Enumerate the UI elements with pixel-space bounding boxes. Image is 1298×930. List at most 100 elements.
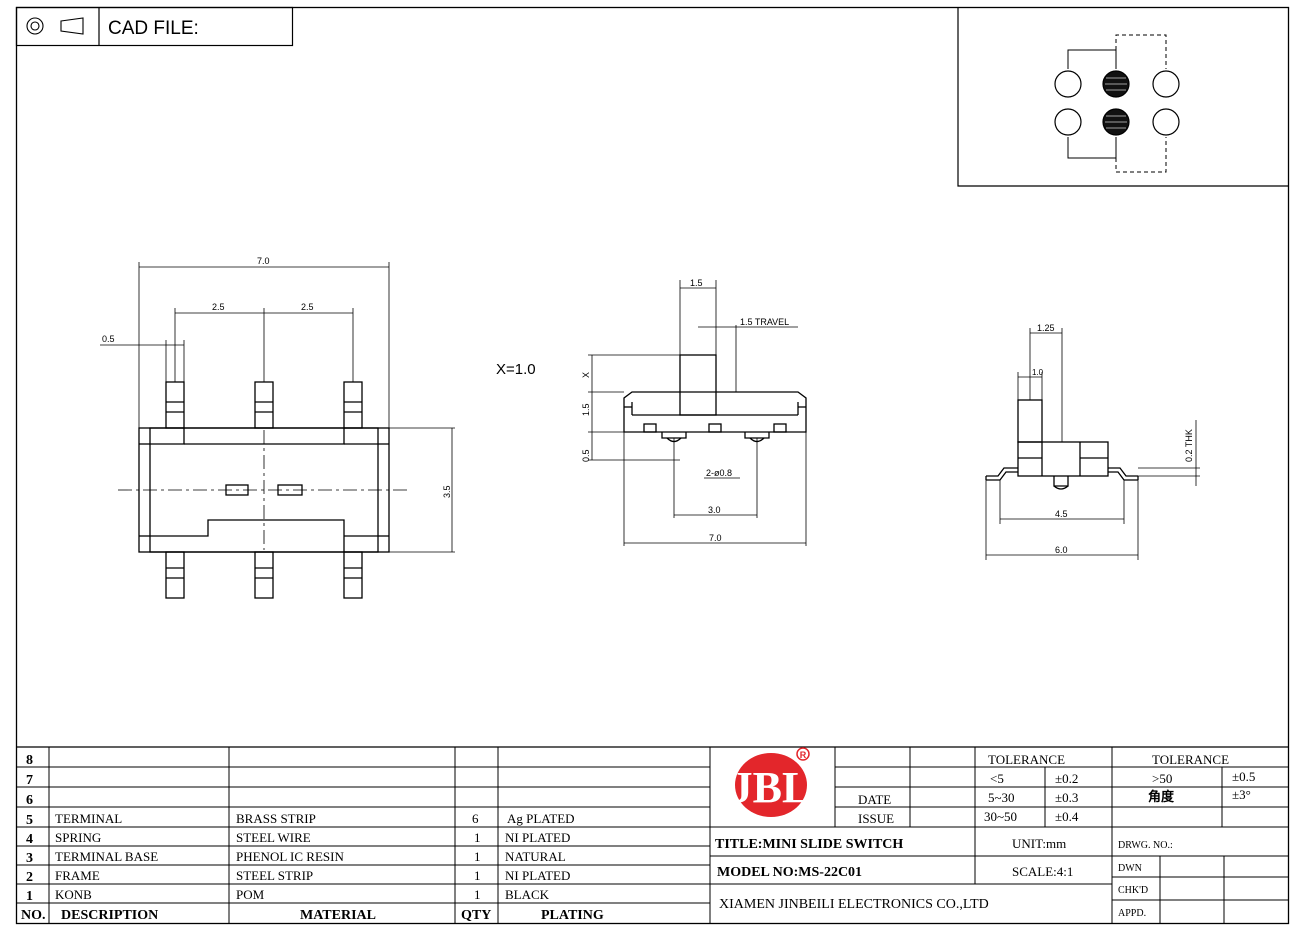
tolerance-range: >50 bbox=[1152, 771, 1172, 786]
row-no: 2 bbox=[26, 870, 33, 885]
drawing-title: TITLE:MINI SLIDE SWITCH bbox=[715, 837, 903, 852]
row-description: TERMINAL bbox=[55, 811, 122, 826]
cad-file-header: CAD FILE: bbox=[15, 6, 294, 47]
header-material: MATERIAL bbox=[300, 908, 376, 923]
end-view-dimensions bbox=[985, 328, 1200, 560]
tolerance-value: ±0.5 bbox=[1232, 769, 1255, 784]
dim-side-travel: 1.5 TRAVEL bbox=[740, 317, 789, 327]
row-qty: 1 bbox=[474, 868, 481, 883]
drawing-number-label: DRWG. NO.: bbox=[1118, 840, 1173, 851]
pad-hole bbox=[1152, 108, 1180, 136]
dim-top-body-height: 3.5 bbox=[442, 485, 452, 498]
pad-hole bbox=[1152, 70, 1180, 98]
dim-end-inner-width: 4.5 bbox=[1055, 509, 1068, 519]
tolerance-range: 30~50 bbox=[984, 809, 1017, 824]
header-no: NO. bbox=[21, 908, 46, 923]
parts-row: 6 bbox=[26, 793, 33, 808]
parts-header-row: NO. DESCRIPTION MATERIAL QTY PLATING bbox=[21, 908, 604, 923]
company-name: XIAMEN JINBEILI ELECTRONICS CO.,LTD bbox=[719, 897, 989, 912]
row-material: PHENOL IC RESIN bbox=[236, 849, 344, 864]
dim-side-overall-width: 7.0 bbox=[709, 533, 722, 543]
unit-label: UNIT:mm bbox=[1012, 836, 1066, 851]
tolerance-range: 5~30 bbox=[988, 790, 1015, 805]
parts-row: 3 TERMINAL BASE PHENOL IC RESIN 1 NATURA… bbox=[26, 849, 566, 866]
issue-label: ISSUE bbox=[858, 811, 894, 826]
title-block-grid bbox=[16, 746, 1289, 924]
header-plating: PLATING bbox=[541, 908, 604, 923]
dim-end-thickness: 0.2 THK bbox=[1184, 429, 1194, 462]
dim-top-overall-width: 7.0 bbox=[257, 256, 270, 266]
row-no: 7 bbox=[26, 773, 33, 788]
dim-end-knob-width: 1.0 bbox=[1032, 368, 1044, 377]
tolerance-table: TOLERANCE TOLERANCE <5 ±0.2 5~30 ±0.3 30… bbox=[984, 752, 1255, 824]
parts-row: 5 TERMINAL BRASS STRIP 6 Ag PLATED bbox=[26, 811, 575, 828]
row-no: 4 bbox=[26, 832, 33, 847]
dim-top-pin-width: 0.5 bbox=[102, 334, 115, 344]
tolerance-range: <5 bbox=[990, 771, 1004, 786]
row-material: BRASS STRIP bbox=[236, 811, 316, 826]
dim-end-overall-width: 6.0 bbox=[1055, 545, 1068, 555]
top-view-centerlines bbox=[118, 430, 410, 550]
parts-row: 2 FRAME STEEL STRIP 1 NI PLATED bbox=[26, 868, 570, 885]
tolerance-range: 角度 bbox=[1148, 789, 1175, 804]
registered-mark: R bbox=[800, 750, 807, 760]
row-plating: NI PLATED bbox=[505, 830, 570, 845]
row-no: 5 bbox=[26, 813, 33, 828]
projection-symbol-icon bbox=[26, 17, 84, 35]
row-description: FRAME bbox=[55, 868, 100, 883]
row-qty: 1 bbox=[474, 830, 481, 845]
row-no: 6 bbox=[26, 793, 33, 808]
scale-label: SCALE:4:1 bbox=[1012, 864, 1073, 879]
tolerance-value: ±0.2 bbox=[1055, 771, 1078, 786]
cad-file-label: CAD FILE: bbox=[108, 18, 199, 39]
row-material: POM bbox=[236, 887, 265, 902]
dim-side-post-pitch: 3.0 bbox=[708, 505, 721, 515]
dim-top-pitch-left: 2.5 bbox=[212, 302, 225, 312]
row-no: 3 bbox=[26, 851, 33, 866]
row-qty: 6 bbox=[472, 811, 479, 826]
dim-side-base-height: 0.5 bbox=[581, 449, 591, 462]
parts-list: 8 7 6 5 TERMINAL BRASS STRIP 6 Ag PLATED… bbox=[21, 753, 604, 923]
header-qty: QTY bbox=[461, 908, 491, 923]
parts-row: 8 bbox=[26, 753, 33, 768]
side-view-drawing bbox=[623, 354, 807, 443]
side-view-x-note: X=1.0 bbox=[496, 361, 536, 378]
parts-row: 1 KONB POM 1 BLACK bbox=[26, 887, 550, 904]
dim-end-top-width: 1.25 bbox=[1037, 323, 1055, 333]
dim-top-pitch-right: 2.5 bbox=[301, 302, 314, 312]
tolerance-value: ±0.4 bbox=[1055, 809, 1079, 824]
row-no: 1 bbox=[26, 889, 33, 904]
drawn-by-label: DWN bbox=[1118, 863, 1142, 874]
tolerance-label: TOLERANCE bbox=[1152, 752, 1229, 767]
checked-by-label: CHK'D bbox=[1118, 885, 1148, 896]
row-qty: 1 bbox=[474, 849, 481, 864]
row-material: STEEL STRIP bbox=[236, 868, 313, 883]
jbl-logo: JBL R bbox=[731, 747, 812, 817]
approved-by-label: APPD. bbox=[1118, 908, 1146, 919]
logo-letters: JBL bbox=[731, 763, 812, 812]
pad-hole bbox=[1054, 108, 1082, 136]
date-label: DATE bbox=[858, 792, 891, 807]
dim-side-knob-width: 1.5 bbox=[690, 278, 703, 288]
row-plating: Ag PLATED bbox=[507, 811, 575, 826]
pcb-footprint-inset bbox=[957, 7, 1289, 187]
row-description: KONB bbox=[55, 887, 92, 902]
drawing-border bbox=[15, 6, 1290, 925]
tolerance-value: ±3° bbox=[1232, 787, 1251, 802]
pad-hole bbox=[1054, 70, 1082, 98]
dim-side-x: X bbox=[581, 372, 591, 378]
dim-side-post-dia: 2-ø0.8 bbox=[706, 468, 732, 478]
tolerance-label: TOLERANCE bbox=[988, 752, 1065, 767]
row-material: STEEL WIRE bbox=[236, 830, 311, 845]
row-qty: 1 bbox=[474, 887, 481, 902]
model-number: MODEL NO:MS-22C01 bbox=[717, 865, 862, 880]
row-description: SPRING bbox=[55, 830, 101, 845]
dim-side-knob-height: 1.5 bbox=[581, 403, 591, 416]
row-plating: NATURAL bbox=[505, 849, 566, 864]
row-plating: NI PLATED bbox=[505, 868, 570, 883]
parts-row: 4 SPRING STEEL WIRE 1 NI PLATED bbox=[26, 830, 570, 847]
header-description: DESCRIPTION bbox=[61, 908, 158, 923]
parts-row: 7 bbox=[26, 773, 33, 788]
side-view-dimensions bbox=[588, 280, 807, 546]
